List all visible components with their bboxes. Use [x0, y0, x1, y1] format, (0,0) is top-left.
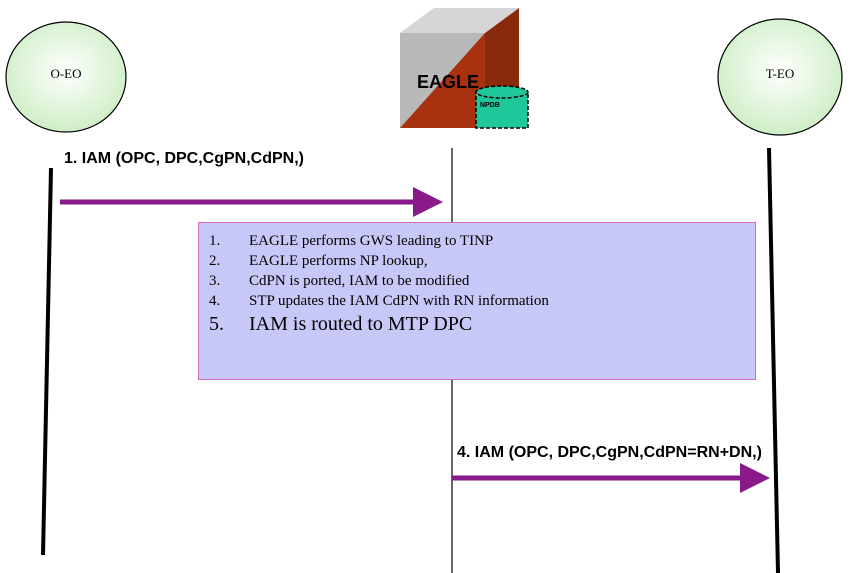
note-number: 3.: [209, 273, 221, 289]
note-number: 5.: [209, 313, 224, 335]
note-item: 5. IAM is routed to MTP DPC: [209, 311, 745, 337]
eagle-label: EAGLE: [417, 72, 480, 92]
notes-list: 1. EAGLE performs GWS leading to TINP 2. E…: [209, 231, 745, 337]
o-eo-node: [5, 21, 127, 133]
note-number: 4.: [209, 293, 221, 309]
note-text: EAGLE performs GWS leading to TINP: [249, 233, 494, 249]
note-item: 4. STP updates the IAM CdPN with RN infor…: [209, 291, 745, 311]
npdb-database: [475, 85, 529, 129]
o-eo-lifeline: [41, 167, 53, 556]
o-eo-label: O-EO: [50, 66, 82, 81]
t-eo-node: [717, 18, 843, 136]
note-text: STP updates the IAM CdPN with RN informa…: [249, 293, 549, 309]
npdb-label: NPDB: [480, 102, 500, 109]
note-item: 3. CdPN is ported, IAM to be modified: [209, 271, 745, 291]
note-item: 1. EAGLE performs GWS leading to TINP: [209, 231, 745, 251]
message-label-2: 4. IAM (OPC, DPC,CgPN,CdPN=RN+DN,): [457, 444, 762, 461]
note-item: 2. EAGLE performs NP lookup,: [209, 251, 745, 271]
note-number: 2.: [209, 253, 221, 269]
t-eo-lifeline: [767, 147, 780, 573]
t-eo-label: T-EO: [765, 66, 795, 81]
notes-box: 1. EAGLE performs GWS leading to TINP 2. E…: [198, 222, 756, 380]
note-text: IAM is routed to MTP DPC: [249, 313, 473, 335]
note-text: CdPN is ported, IAM to be modified: [249, 273, 470, 289]
message-label-1: 1. IAM (OPC, DPC,CgPN,CdPN,): [64, 150, 305, 167]
note-text: EAGLE performs NP lookup,: [249, 253, 428, 269]
note-number: 1.: [209, 233, 221, 249]
